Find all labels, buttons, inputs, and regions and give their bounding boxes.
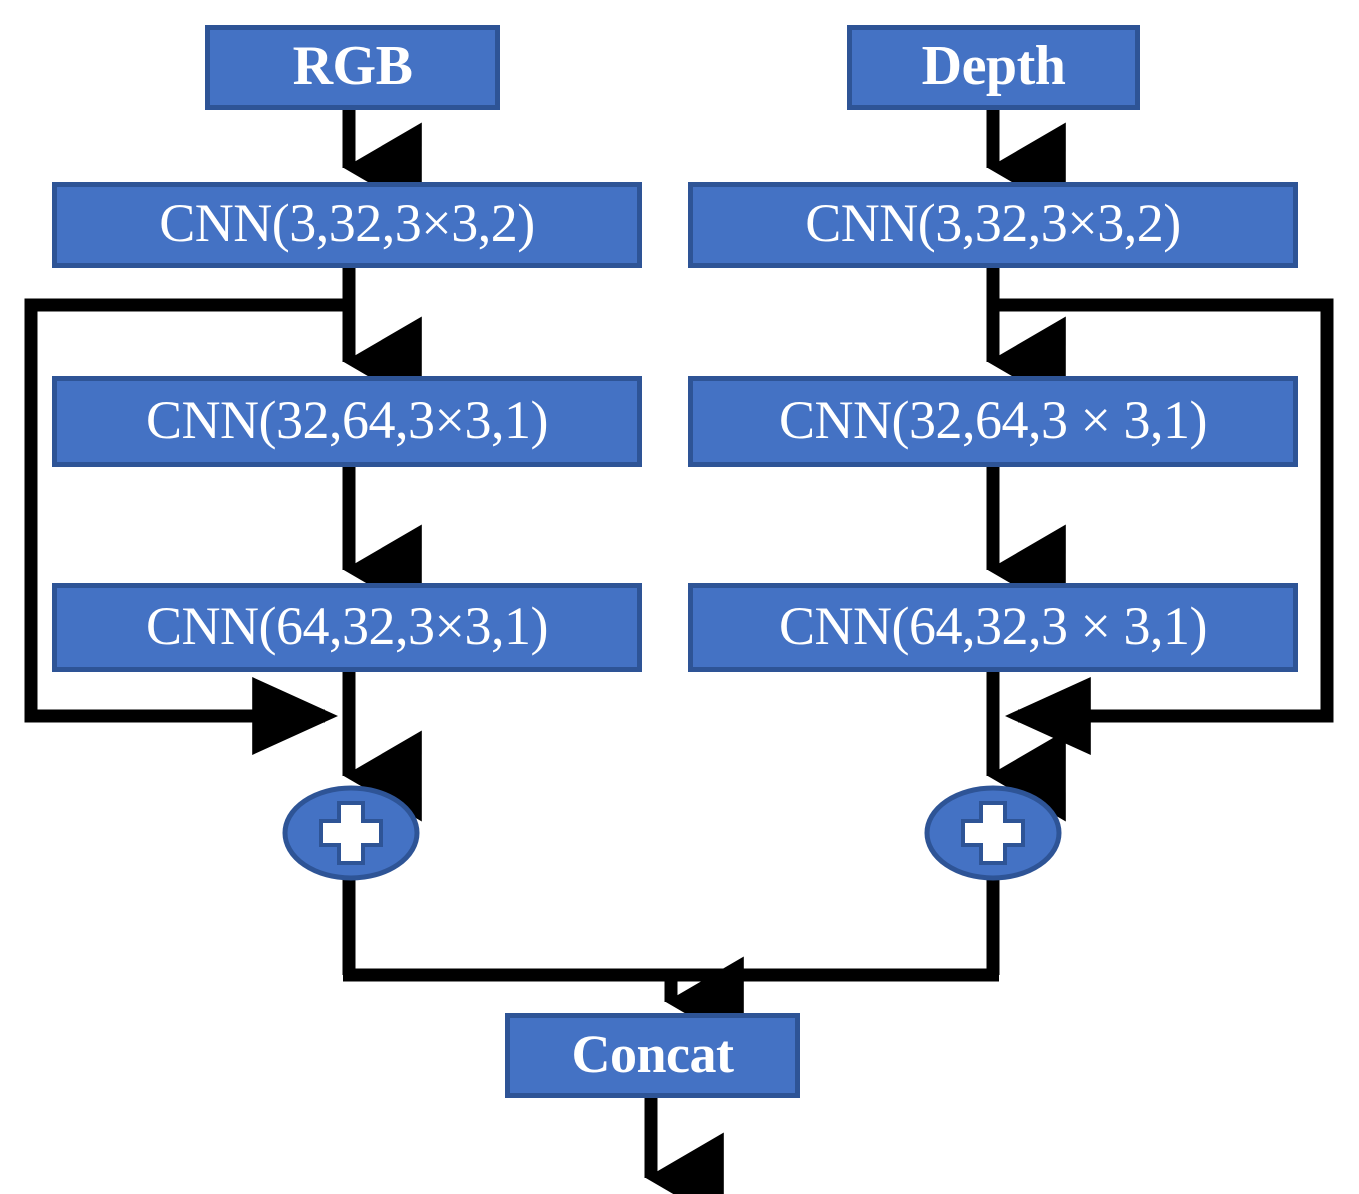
node-rgb-input[interactable]: RGB — [205, 25, 500, 110]
node-rgb-cnn-1-label: CNN(3,32,3×3,2) — [159, 193, 535, 253]
node-depth-adder[interactable] — [923, 785, 1063, 881]
node-depth-input[interactable]: Depth — [847, 25, 1140, 110]
node-rgb-cnn-2[interactable]: CNN(32,64,3×3,1) — [52, 376, 642, 467]
node-depth-cnn-1-label: CNN(3,32,3×3,2) — [805, 193, 1181, 253]
node-rgb-input-label: RGB — [292, 34, 413, 97]
node-depth-cnn-3[interactable]: CNN(64,32,3 × 3,1) — [688, 583, 1298, 672]
node-depth-input-label: Depth — [921, 34, 1066, 97]
node-depth-cnn-1[interactable]: CNN(3,32,3×3,2) — [688, 182, 1298, 268]
node-concat-label: Concat — [571, 1023, 734, 1084]
skip-connection-right — [993, 298, 1334, 755]
node-rgb-cnn-1[interactable]: CNN(3,32,3×3,2) — [52, 182, 642, 268]
node-rgb-cnn-3-label: CNN(64,32,3×3,1) — [146, 595, 548, 656]
node-concat[interactable]: Concat — [505, 1013, 800, 1098]
skip-connection-left — [24, 298, 349, 755]
node-rgb-cnn-3[interactable]: CNN(64,32,3×3,1) — [52, 583, 642, 672]
node-depth-cnn-2-label: CNN(32,64,3 × 3,1) — [779, 389, 1207, 450]
node-rgb-adder[interactable] — [281, 785, 421, 881]
node-rgb-cnn-2-label: CNN(32,64,3×3,1) — [146, 389, 548, 450]
node-depth-cnn-3-label: CNN(64,32,3 × 3,1) — [779, 595, 1207, 656]
node-depth-cnn-2[interactable]: CNN(32,64,3 × 3,1) — [688, 376, 1298, 467]
